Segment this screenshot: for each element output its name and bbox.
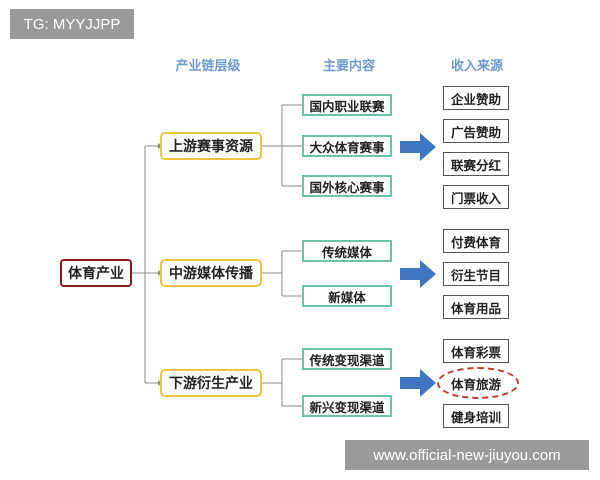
tier-node-midstream: 中游媒体传播 [160, 259, 262, 287]
content-node-traditional-channels: 传统变现渠道 [302, 348, 392, 370]
revenue-node-corporate-sponsorship: 企业赞助 [443, 86, 509, 110]
content-node-domestic-leagues: 国内职业联赛 [302, 94, 392, 116]
content-node-traditional-media: 传统媒体 [302, 240, 392, 262]
revenue-node-sports-lottery: 体育彩票 [443, 339, 509, 363]
content-node-mass-sports-events: 大众体育赛事 [302, 135, 392, 157]
revenue-node-sporting-goods: 体育用品 [443, 295, 509, 319]
tier-node-upstream: 上游赛事资源 [160, 132, 262, 160]
flow-arrow-midstream [400, 260, 436, 288]
revenue-node-paid-sports: 付费体育 [443, 229, 509, 253]
content-node-foreign-core-events: 国外核心赛事 [302, 175, 392, 197]
revenue-node-ticket-income: 门票收入 [443, 185, 509, 209]
tier-node-downstream: 下游衍生产业 [160, 369, 262, 397]
highlight-ellipse [437, 367, 519, 399]
header-revenue-source: 收入来源 [450, 59, 503, 74]
header-chain-level: 产业链层级 [175, 59, 241, 74]
revenue-node-league-dividends: 联赛分红 [443, 152, 509, 176]
content-node-new-media: 新媒体 [302, 285, 392, 307]
flow-arrow-downstream [400, 369, 436, 397]
header-main-content: 主要内容 [322, 59, 375, 74]
revenue-node-ad-sponsorship: 广告赞助 [443, 119, 509, 143]
revenue-node-derivative-programs: 衍生节目 [443, 262, 509, 286]
content-node-emerging-channels: 新兴变现渠道 [302, 395, 392, 417]
revenue-node-fitness-training: 健身培训 [443, 404, 509, 428]
watermark-tag-bottom: www.official-new-jiuyou.com [345, 440, 589, 470]
root-node-sports-industry: 体育产业 [60, 259, 132, 287]
watermark-tag-top: TG: MYYJJPP [10, 9, 134, 39]
flow-arrow-upstream [400, 133, 436, 161]
